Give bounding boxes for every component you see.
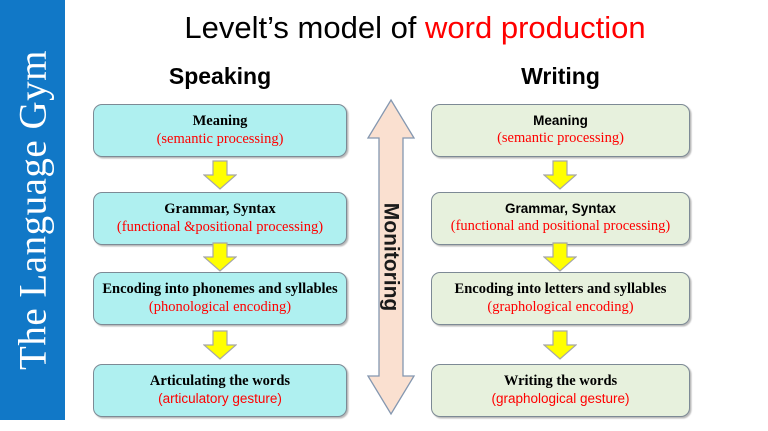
process-box-writing-encoding[interactable]: Encoding into letters and syllables (gra… <box>431 272 690 325</box>
arrow-down-icon <box>203 330 237 360</box>
arrow-down-icon <box>203 242 237 272</box>
process-box-title: Articulating the words <box>149 373 291 390</box>
monitoring-label: Monitoring <box>379 202 403 312</box>
arrow-down-icon <box>543 242 577 272</box>
arrow-down-icon <box>543 160 577 190</box>
process-box-speaking-grammar[interactable]: Grammar, Syntax (functional &positional … <box>93 192 347 245</box>
process-box-writing-grammar[interactable]: Grammar, Syntax (functional and position… <box>431 192 690 245</box>
process-box-writing-meaning[interactable]: Meaning (semantic processing) <box>431 104 690 157</box>
column-header-writing: Writing <box>521 63 600 89</box>
page-title: Levelt’s model of word production <box>70 8 760 48</box>
brand-banner: The Language Gym <box>0 0 65 420</box>
process-box-subtitle: (functional &positional processing) <box>116 218 324 235</box>
brand-name: The Language Gym <box>11 50 54 370</box>
process-box-subtitle: (phonological encoding) <box>148 298 292 315</box>
process-box-subtitle: (graphological gesture) <box>491 391 630 407</box>
arrow-down-icon <box>543 330 577 360</box>
process-box-title: Grammar, Syntax <box>504 201 617 217</box>
process-box-speaking-meaning[interactable]: Meaning (semantic processing) <box>93 104 347 157</box>
column-header-speaking: Speaking <box>168 63 272 89</box>
process-box-subtitle: (functional and positional processing) <box>450 217 671 234</box>
process-box-title: Grammar, Syntax <box>164 200 276 217</box>
arrow-down-icon <box>203 160 237 190</box>
process-box-title: Encoding into letters and syllables <box>454 280 667 297</box>
monitoring-double-arrow: Monitoring <box>366 98 416 416</box>
process-box-subtitle: (semantic processing) <box>156 130 284 147</box>
process-box-title: Meaning <box>192 112 248 129</box>
process-box-title: Encoding into phonemes and syllables <box>102 280 338 297</box>
process-box-subtitle: (graphological encoding) <box>487 298 634 315</box>
process-box-title: Meaning <box>533 113 588 129</box>
page-title-plain: Levelt’s model of <box>184 10 426 45</box>
process-box-title: Writing the words <box>503 373 618 390</box>
process-box-subtitle: (articulatory gesture) <box>158 391 282 407</box>
page-title-accent: word production <box>425 10 646 45</box>
process-box-speaking-articulating[interactable]: Articulating the words (articulatory ges… <box>93 364 347 417</box>
process-box-writing-writing[interactable]: Writing the words (graphological gesture… <box>431 364 690 417</box>
process-box-speaking-encoding[interactable]: Encoding into phonemes and syllables (ph… <box>93 272 347 325</box>
process-box-subtitle: (semantic processing) <box>497 129 624 146</box>
